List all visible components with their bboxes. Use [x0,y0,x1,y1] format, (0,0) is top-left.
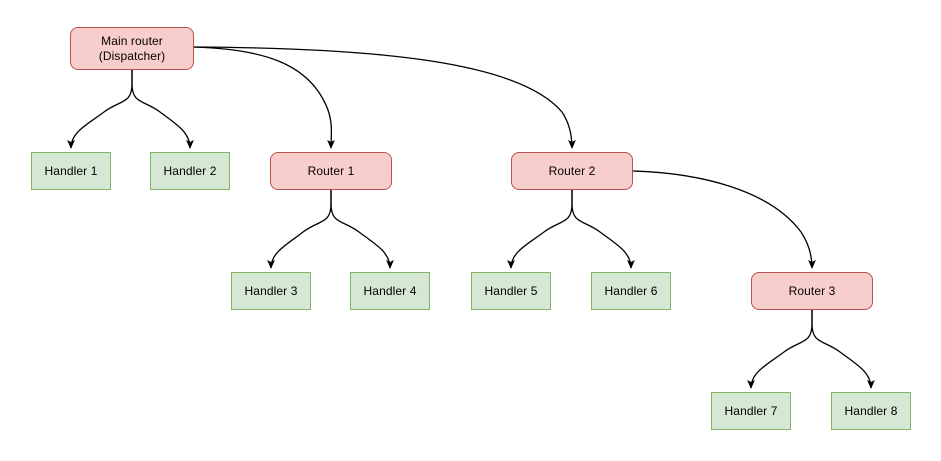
edge-router2-to-handler-6 [571,190,635,270]
edge-main-to-router-2 [193,46,576,150]
edge-main-to-handler-1 [67,70,133,150]
edge-router2-to-router-3 [632,170,816,270]
edge-main-to-handler-2 [131,70,194,150]
edge-router2-to-handler-5 [507,190,573,270]
node-handler-4-label: Handler 4 [363,283,417,298]
node-router-2-label: Router 2 [548,163,596,178]
node-main-router-label: Main router (Dispatcher) [98,33,166,63]
node-handler-7[interactable]: Handler 7 [711,392,791,430]
node-handler-1[interactable]: Handler 1 [31,152,111,190]
node-handler-5[interactable]: Handler 5 [471,272,551,310]
node-handler-3-label: Handler 3 [244,283,298,298]
node-handler-4[interactable]: Handler 4 [350,272,430,310]
node-handler-5-label: Handler 5 [484,283,538,298]
edge-main-to-router-1 [193,46,335,150]
node-router-2[interactable]: Router 2 [511,152,633,190]
node-main-router[interactable]: Main router (Dispatcher) [70,27,194,70]
edge-router3-to-handler-8 [811,310,875,390]
node-handler-6-label: Handler 6 [604,283,658,298]
node-router-1-label: Router 1 [307,163,355,178]
node-handler-3[interactable]: Handler 3 [231,272,311,310]
node-handler-8[interactable]: Handler 8 [831,392,911,430]
edge-router1-to-handler-3 [267,190,332,270]
edge-router1-to-handler-4 [330,190,394,270]
node-router-3[interactable]: Router 3 [751,272,873,310]
node-handler-1-label: Handler 1 [44,163,98,178]
node-handler-7-label: Handler 7 [724,403,778,418]
node-handler-2[interactable]: Handler 2 [150,152,230,190]
edge-router3-to-handler-7 [747,310,813,390]
node-handler-8-label: Handler 8 [844,403,898,418]
node-router-1[interactable]: Router 1 [270,152,392,190]
node-handler-6[interactable]: Handler 6 [591,272,671,310]
node-router-3-label: Router 3 [788,283,836,298]
node-handler-2-label: Handler 2 [163,163,217,178]
